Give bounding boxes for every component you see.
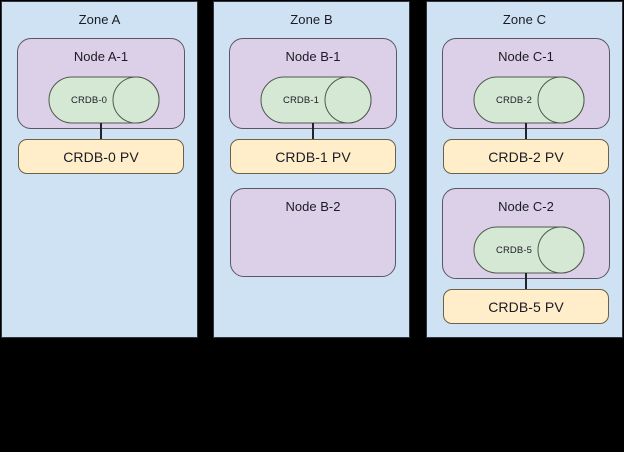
cylinder-shape-icon [48,76,160,124]
pod-cylinder-crdb-2[interactable]: CRDB-2 [473,76,585,124]
node-container-c-2[interactable]: Node C-2 CRDB-5 [442,188,610,279]
pod-cylinder-crdb-1[interactable]: CRDB-1 [260,76,372,124]
node-title-b-1: Node B-1 [285,49,341,64]
node-container-b-1[interactable]: Node B-1 CRDB-1 [229,38,397,129]
pod-label-crdb-5: CRDB-5 [496,244,532,256]
node-title-b-2: Node B-2 [285,199,341,214]
connector-node-b-1-to-crdb-1-pv [312,123,314,140]
pv-box-crdb-1[interactable]: CRDB-1 PV [230,139,396,174]
pod-label-crdb-2: CRDB-2 [496,94,532,106]
zone-title-b: Zone B [290,12,333,27]
connector-node-c-1-to-crdb-2-pv [525,123,527,140]
zone-container-b[interactable]: Zone B Node B-1 CRDB-1 CRDB-1 PV Node B-… [213,1,410,338]
zone-title-c: Zone C [502,12,547,27]
connector-node-a-1-to-crdb-0-pv [100,123,102,140]
pod-label-crdb-1: CRDB-1 [283,94,319,106]
cylinder-shape-icon [473,76,585,124]
pv-box-crdb-2[interactable]: CRDB-2 PV [443,139,609,174]
node-title-c-2: Node C-2 [498,199,554,214]
node-title-c-1: Node C-1 [498,49,554,64]
pod-label-crdb-0: CRDB-0 [71,94,107,106]
node-container-b-2[interactable]: Node B-2 [230,188,396,277]
zone-title-a: Zone A [78,12,121,27]
cylinder-shape-icon [260,76,372,124]
zone-container-c[interactable]: Zone C Node C-1 CRDB-2 CRDB-2 PV Node C-… [426,1,623,338]
pv-box-crdb-0[interactable]: CRDB-0 PV [18,139,184,174]
node-container-a-1[interactable]: Node A-1 CRDB-0 [17,38,185,129]
node-title-a-1: Node A-1 [73,49,129,64]
connector-node-c-2-to-crdb-5-pv [525,273,527,290]
pod-cylinder-crdb-0[interactable]: CRDB-0 [48,76,160,124]
pv-box-crdb-5[interactable]: CRDB-5 PV [443,289,609,324]
cylinder-shape-icon [473,226,585,274]
pod-cylinder-crdb-5[interactable]: CRDB-5 [473,226,585,274]
node-container-c-1[interactable]: Node C-1 CRDB-2 [442,38,610,129]
zone-container-a[interactable]: Zone A Node A-1 CRDB-0 CRDB-0 PV [1,1,198,338]
